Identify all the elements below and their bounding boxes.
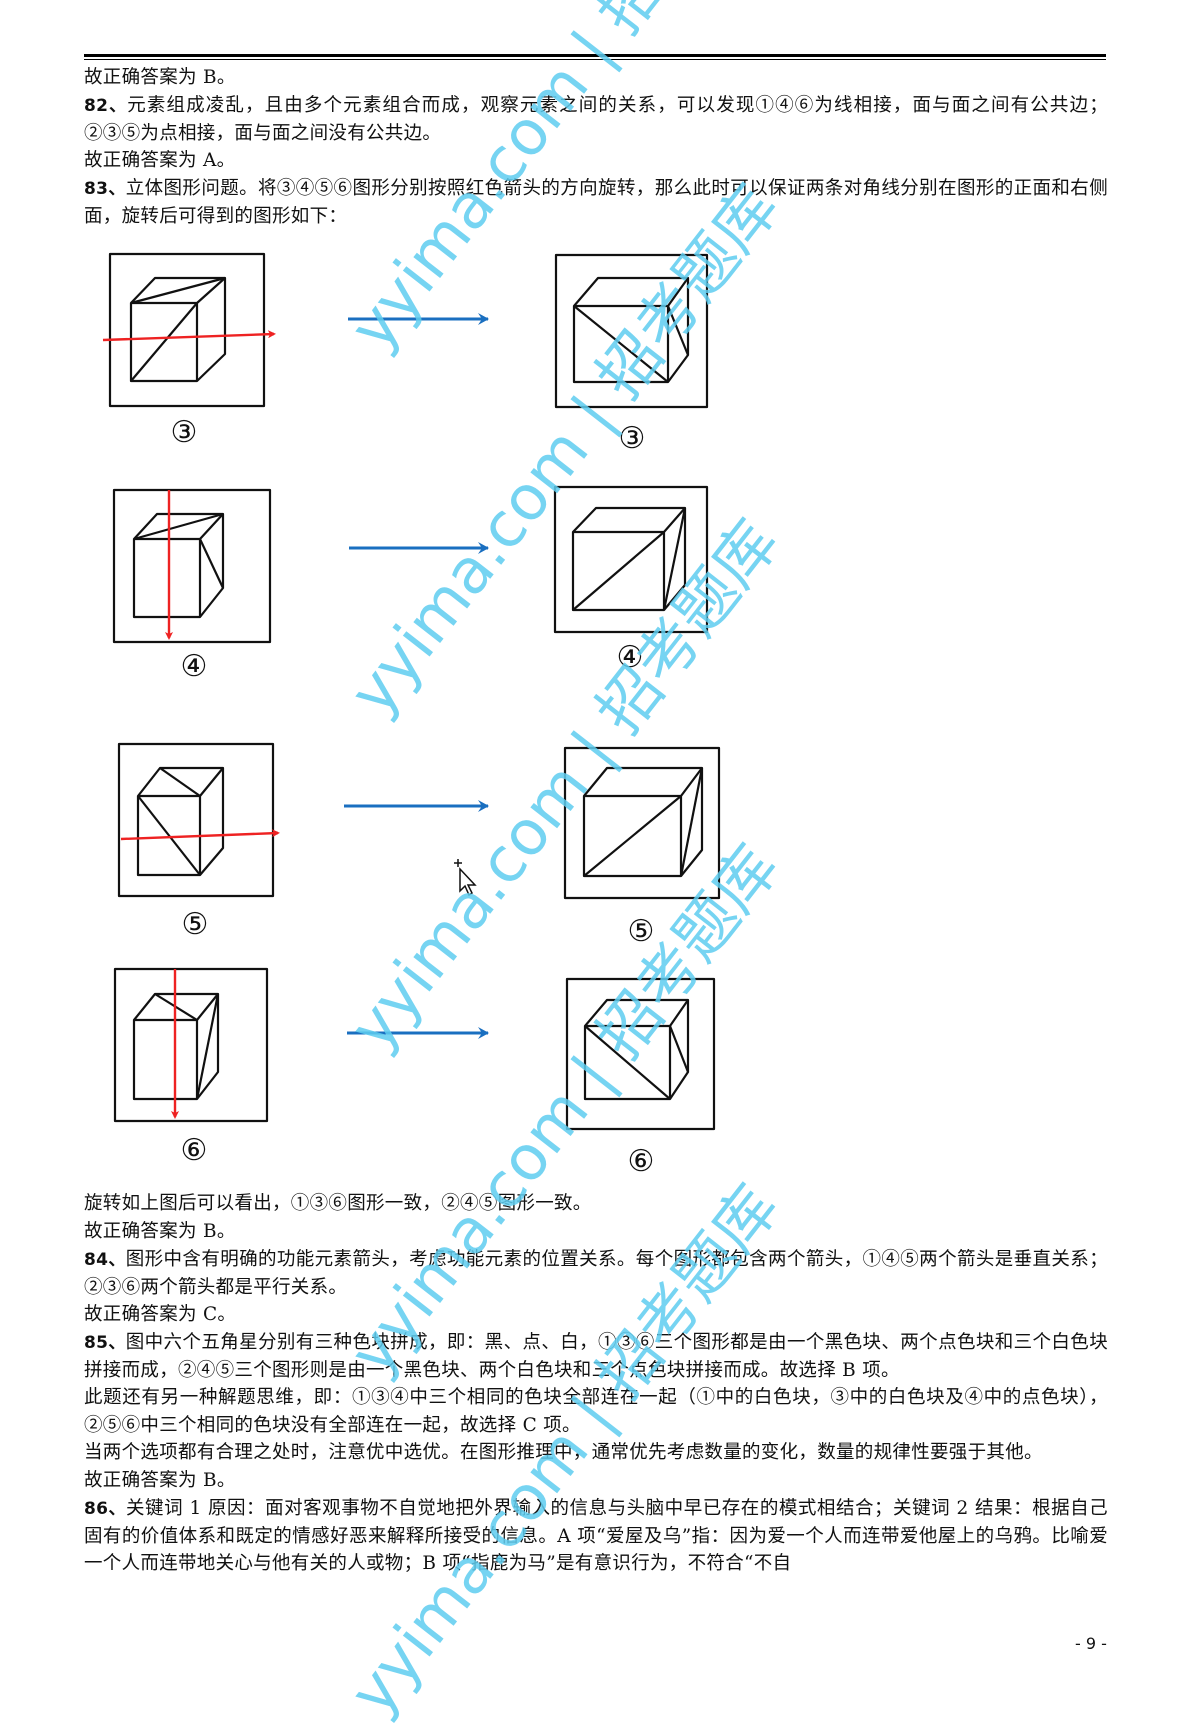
- paragraph: 此题还有另一种解题思维，即：①③④中三个相同的色块全部连在一起（①中的白色块，③…: [84, 1387, 1108, 1436]
- figure-label: ④: [616, 640, 644, 675]
- paragraph-q85: 85、图中六个五角星分别有三种色块拼成，即：黑、点、白，①③⑥三个图形都是由一个…: [84, 1332, 1109, 1381]
- figure-label: ⑥: [180, 1133, 208, 1168]
- question-number: 86、: [84, 1499, 127, 1519]
- watermark: yyima.com | 招考题库: [335, 506, 793, 1064]
- figure-label: ⑤: [181, 907, 209, 942]
- figure-5-after: [563, 746, 721, 900]
- figure-label: ③: [170, 415, 198, 450]
- header-rule-thick: [84, 54, 1106, 57]
- move-cursor-icon: [454, 859, 477, 897]
- red-arrow-horizontal: [120, 829, 280, 841]
- paragraph: 旋转如上图后可以看出，①③⑥图形一致，②④⑤图形一致。: [84, 1193, 592, 1214]
- paragraph: 故正确答案为 B。: [84, 1470, 236, 1491]
- question-number: 85、: [84, 1333, 126, 1353]
- question-number: 82、: [84, 96, 128, 116]
- red-arrow-horizontal: [102, 330, 276, 342]
- paragraph-q82: 82、元素组成凌乱，且由多个元素组合而成，观察元素之间的关系，可以发现①④⑥为线…: [84, 95, 1108, 144]
- figure-label: ④: [180, 649, 208, 684]
- top-text-block: 故正确答案为 B。 82、元素组成凌乱，且由多个元素组合而成，观察元素之间的关系…: [84, 64, 1108, 230]
- paragraph: 故正确答案为 B。: [84, 1221, 236, 1242]
- paragraph: 故正确答案为 C。: [84, 1304, 237, 1325]
- paragraph: 当两个选项都有合理之处时，注意优中选优。在图形推理中，通常优先考虑数量的变化，数…: [84, 1442, 1043, 1463]
- figure-4-before: [112, 488, 272, 644]
- figure-4-after: [553, 485, 709, 634]
- paragraph-q84: 84、图形中含有明确的功能元素箭头，考虑功能元素的位置关系。每个图形都包含两个箭…: [84, 1249, 1109, 1298]
- watermark: yyima.com | 招考题库: [335, 171, 793, 729]
- paragraph: 故正确答案为 A。: [84, 150, 236, 171]
- header-rule-thin: [84, 59, 1106, 60]
- figure-5-before: [117, 742, 275, 898]
- figure-6-before: [113, 967, 269, 1123]
- paragraph-q83: 83、立体图形问题。将③④⑤⑥图形分别按照红色箭头的方向旋转，那么此时可以保证两…: [84, 178, 1109, 227]
- question-number: 84、: [84, 1250, 126, 1270]
- figure-label: ③: [618, 421, 646, 456]
- bottom-text-block: 旋转如上图后可以看出，①③⑥图形一致，②④⑤图形一致。 故正确答案为 B。 84…: [84, 1190, 1108, 1577]
- paragraph: 故正确答案为 B。: [84, 67, 236, 88]
- figure-label: ⑥: [627, 1144, 655, 1179]
- figure-3-after: [554, 253, 709, 409]
- figure-3-before: [108, 252, 266, 408]
- page-number: - 9 -: [1075, 1634, 1107, 1653]
- question-number: 83、: [84, 179, 126, 199]
- figure-label: ⑤: [627, 914, 655, 949]
- paragraph-q86: 86、关键词 1 原因：面对客观事物不自觉地把外界输入的信息与头脑中早已存在的模…: [84, 1498, 1108, 1574]
- figure-6-after: [565, 977, 716, 1131]
